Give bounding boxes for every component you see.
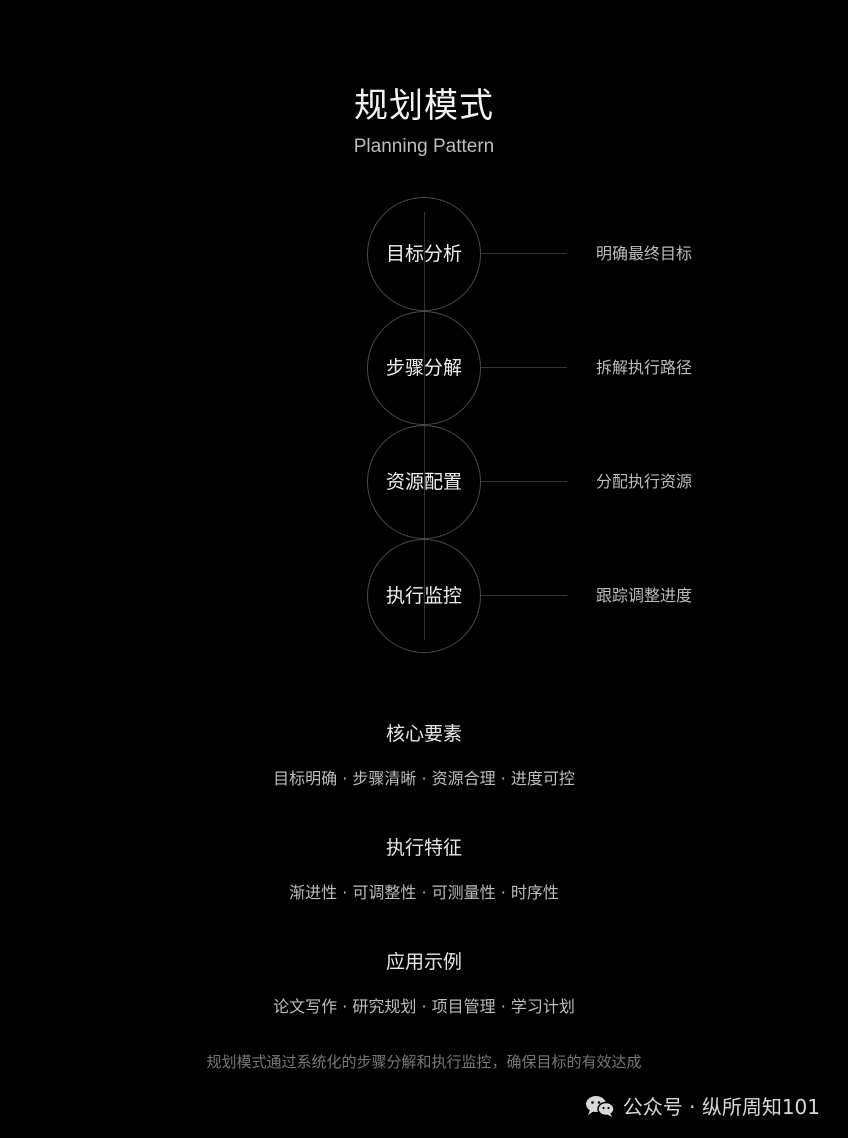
- footer-watermark: 公众号 · 纵所周知101: [585, 1091, 820, 1120]
- step-decomposition: 步骤分解 拆解执行路径: [0, 311, 848, 425]
- step-circle: [367, 539, 481, 653]
- footer-text: 公众号 · 纵所周知101: [622, 1095, 820, 1119]
- section-title-application-examples: 应用示例: [385, 951, 462, 973]
- section-title-execution-features: 执行特征: [385, 837, 462, 859]
- step-resource-allocation: 资源配置 分配执行资源: [0, 425, 848, 539]
- step-goal-analysis: 目标分析 明确最终目标: [0, 197, 848, 311]
- section-title-core-elements: 核心要素: [385, 723, 462, 745]
- step-description: 分配执行资源: [596, 472, 693, 491]
- step-execution-monitoring: 执行监控 跟踪调整进度: [0, 539, 848, 653]
- step-connector-line: [481, 367, 567, 368]
- wechat-icon: [585, 1094, 615, 1118]
- step-circle: [367, 425, 481, 539]
- section-text-application-examples: 论文写作 · 研究规划 · 项目管理 · 学习计划: [273, 997, 575, 1016]
- step-description: 跟踪调整进度: [596, 586, 693, 605]
- page-title: 规划模式: [354, 86, 494, 126]
- page-subtitle: Planning Pattern: [353, 136, 495, 157]
- step-description: 拆解执行路径: [596, 358, 693, 377]
- section-text-core-elements: 目标明确 · 步骤清晰 · 资源合理 · 进度可控: [273, 769, 575, 788]
- step-label: 资源配置: [385, 471, 462, 493]
- step-connector-line: [481, 253, 567, 254]
- summary-text: 规划模式通过系统化的步骤分解和执行监控，确保目标的有效达成: [206, 1053, 642, 1071]
- step-circle: [367, 197, 481, 311]
- step-circle: [367, 311, 481, 425]
- step-connector-line: [481, 595, 567, 596]
- section-text-execution-features: 渐进性 · 可调整性 · 可测量性 · 时序性: [289, 883, 559, 902]
- step-connector-line: [481, 481, 567, 482]
- step-label: 执行监控: [385, 585, 462, 607]
- step-label: 目标分析: [385, 243, 462, 265]
- step-description: 明确最终目标: [596, 244, 693, 263]
- step-label: 步骤分解: [385, 357, 462, 379]
